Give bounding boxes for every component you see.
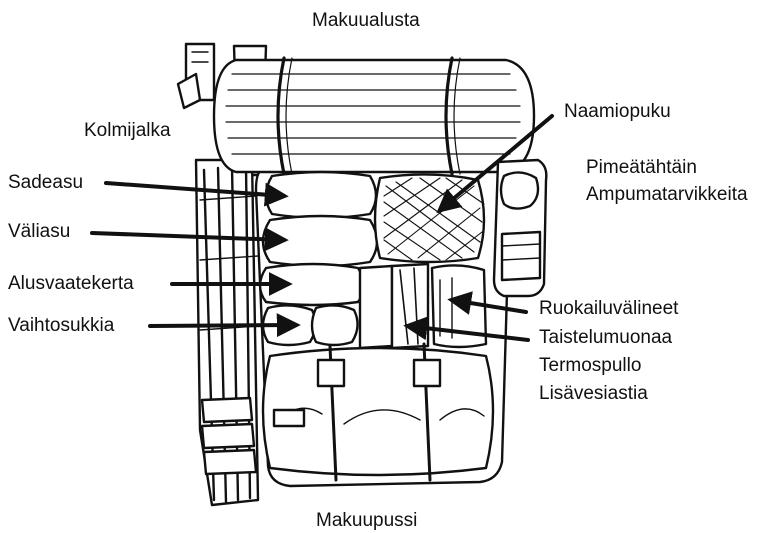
label-taistelumuonaa: Taistelumuonaa <box>539 327 672 349</box>
socks-sacks <box>263 305 358 345</box>
side-pouch <box>494 160 546 296</box>
mid-layer-sack <box>263 216 377 266</box>
camouflage-suit-bag <box>375 174 484 262</box>
label-pimeatahtain: Pimeätähtäin <box>586 157 697 179</box>
label-termospullo: Termospullo <box>539 355 641 377</box>
label-alusvaatekerta: Alusvaatekerta <box>8 273 134 295</box>
label-ruokailuvalineet: Ruokailuvälineet <box>539 298 678 320</box>
label-makuupussi: Makuupussi <box>316 510 417 532</box>
sleeping-mat-roll <box>214 58 534 174</box>
label-lisavesiastia: Lisävesiastia <box>539 383 648 405</box>
label-vaihtosukkia: Vaihtosukkia <box>8 315 114 337</box>
label-ampumatarvikkeita: Ampumatarvikkeita <box>586 184 748 206</box>
label-sadeasu: Sadeasu <box>8 172 83 194</box>
label-naamiopuku: Naamiopuku <box>564 101 671 123</box>
rain-suit-sack <box>266 172 376 218</box>
label-valiasu: Väliasu <box>8 221 70 243</box>
label-kolmijalka: Kolmijalka <box>84 120 171 142</box>
underwear-sack <box>260 264 364 305</box>
rations-pack <box>392 264 428 348</box>
mess-kit <box>360 266 392 348</box>
sleeping-bag-compartment <box>263 344 493 480</box>
label-makuualusta: Makuualusta <box>312 10 420 32</box>
thermos-bottle <box>432 265 486 347</box>
